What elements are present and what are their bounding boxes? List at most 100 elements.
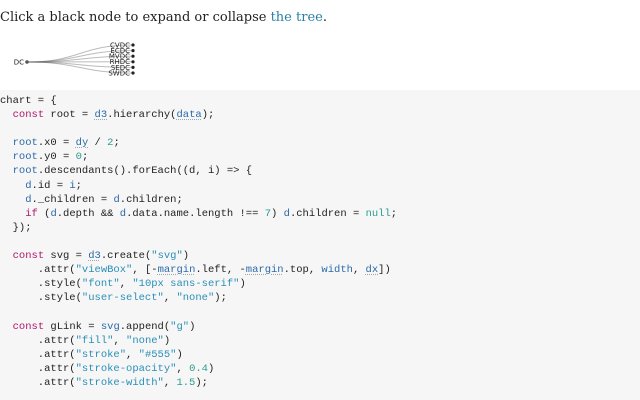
tree-child-node[interactable]	[131, 54, 135, 58]
code-token: d	[25, 193, 32, 206]
code-token: )	[189, 320, 196, 333]
code-line: if (d.depth && d.data.name.length !== 7)…	[0, 207, 640, 221]
code-token: ,	[126, 348, 139, 361]
code-token: d	[113, 193, 120, 206]
tree-link	[26, 55, 134, 63]
code-token: "font"	[81, 278, 120, 291]
code-token: root	[12, 165, 38, 178]
code-token: d	[50, 207, 57, 220]
code-token: "stroke"	[75, 348, 127, 361]
code-token: data	[176, 109, 202, 122]
code-token: ,	[163, 292, 177, 305]
code-token: .style(	[0, 292, 82, 305]
code-token	[0, 180, 25, 192]
code-token: ;	[75, 179, 82, 192]
code-token: root =	[44, 109, 95, 122]
code-token: "none"	[176, 292, 215, 305]
code-line: .attr("stroke-opacity", 0.4)	[0, 362, 640, 376]
code-token: .attr(	[0, 376, 76, 389]
code-token: "user-select"	[81, 292, 164, 305]
code-line	[0, 122, 640, 136]
code-line: .attr("fill", "none")	[0, 334, 640, 348]
intro-text-after: .	[322, 10, 327, 25]
code-token: null	[365, 207, 391, 220]
tree-link[interactable]: the tree	[270, 10, 323, 25]
code-token: .children =	[289, 207, 366, 220]
code-token: )	[176, 348, 183, 361]
code-token: .data.name.length !==	[126, 207, 265, 220]
tree-child-node[interactable]	[131, 60, 135, 64]
tree-link	[26, 44, 134, 63]
tree-child-node[interactable]	[131, 71, 135, 75]
code-token: "fill"	[75, 334, 114, 347]
code-token: ,	[113, 334, 127, 347]
code-line: const gLink = svg.append("g")	[0, 320, 640, 334]
code-line: const root = d3.hierarchy(data);	[0, 108, 640, 122]
code-token	[0, 137, 13, 149]
code-token: "stroke-width"	[75, 376, 164, 389]
code-line: .attr("viewBox", [-margin.left, -margin.…	[0, 263, 640, 277]
tree-link	[26, 61, 134, 68]
tree-child-label: SEDC	[111, 64, 130, 72]
code-token: .attr(	[0, 362, 76, 375]
code-token	[0, 250, 13, 262]
code-token: );	[201, 109, 215, 122]
code-line: root.x0 = dy / 2;	[0, 136, 640, 150]
code-token: .top,	[283, 264, 322, 277]
code-token: .attr(	[0, 348, 76, 361]
code-token: 0.4	[189, 362, 208, 375]
code-token: if	[25, 207, 38, 220]
code-token: d3	[88, 250, 101, 263]
code-token: "#555"	[138, 348, 177, 361]
code-line: chart = {	[0, 94, 640, 108]
code-token: d	[283, 207, 290, 220]
tree-child-label: MVDC	[109, 53, 130, 61]
code-line: root.descendants().forEach((d, i) => {	[0, 164, 640, 178]
code-token: const	[12, 250, 45, 263]
code-token: 0	[75, 151, 82, 164]
code-token: svg =	[44, 250, 89, 263]
tree-child-node[interactable]	[131, 65, 135, 69]
code-line: .attr("stroke", "#555")	[0, 348, 640, 362]
code-line: d.id = i;	[0, 179, 640, 193]
code-line: d._children = d.children;	[0, 193, 640, 207]
code-token: root	[12, 151, 38, 164]
tree-child-label: RHDC	[110, 58, 131, 66]
code-token: dx	[365, 264, 379, 277]
code-token	[0, 165, 13, 177]
code-token: 7	[264, 207, 272, 220]
code-token: svg	[100, 320, 120, 333]
code-token: (	[37, 207, 51, 220]
code-token: ;	[390, 207, 398, 220]
code-token: .y0 =	[37, 151, 76, 164]
code-token: .children;	[119, 193, 183, 206]
code-token: });	[0, 221, 32, 234]
code-token: chart = {	[0, 95, 57, 107]
code-token: 2	[107, 137, 114, 150]
code-token: d	[119, 207, 127, 220]
tree-child-label: CVDC	[110, 41, 130, 49]
code-token	[0, 151, 13, 163]
tree-links	[26, 44, 134, 74]
code-token: .append(	[119, 320, 171, 333]
code-token: "g"	[170, 320, 190, 333]
code-token: gLink =	[44, 320, 101, 333]
code-token: i	[69, 179, 76, 192]
code-line	[0, 235, 640, 249]
tree-child-node[interactable]	[131, 43, 135, 47]
code-block: chart = { const root = d3.hierarchy(data…	[0, 90, 640, 400]
code-token: "svg"	[151, 250, 183, 263]
code-token	[0, 321, 13, 333]
tree-root-node[interactable]	[25, 60, 29, 64]
tree-child-node[interactable]	[131, 49, 135, 53]
tree-root-label: DC	[14, 59, 24, 67]
code-token: ;	[81, 151, 89, 164]
code-token: const	[12, 109, 45, 122]
code-token: .style(	[0, 278, 82, 291]
code-token: d3	[94, 109, 108, 122]
code-token: .descendants().forEach((d, i) => {	[37, 165, 253, 178]
code-token: const	[12, 320, 45, 333]
intro-text-before: Click a black node to expand or collapse	[0, 10, 271, 25]
